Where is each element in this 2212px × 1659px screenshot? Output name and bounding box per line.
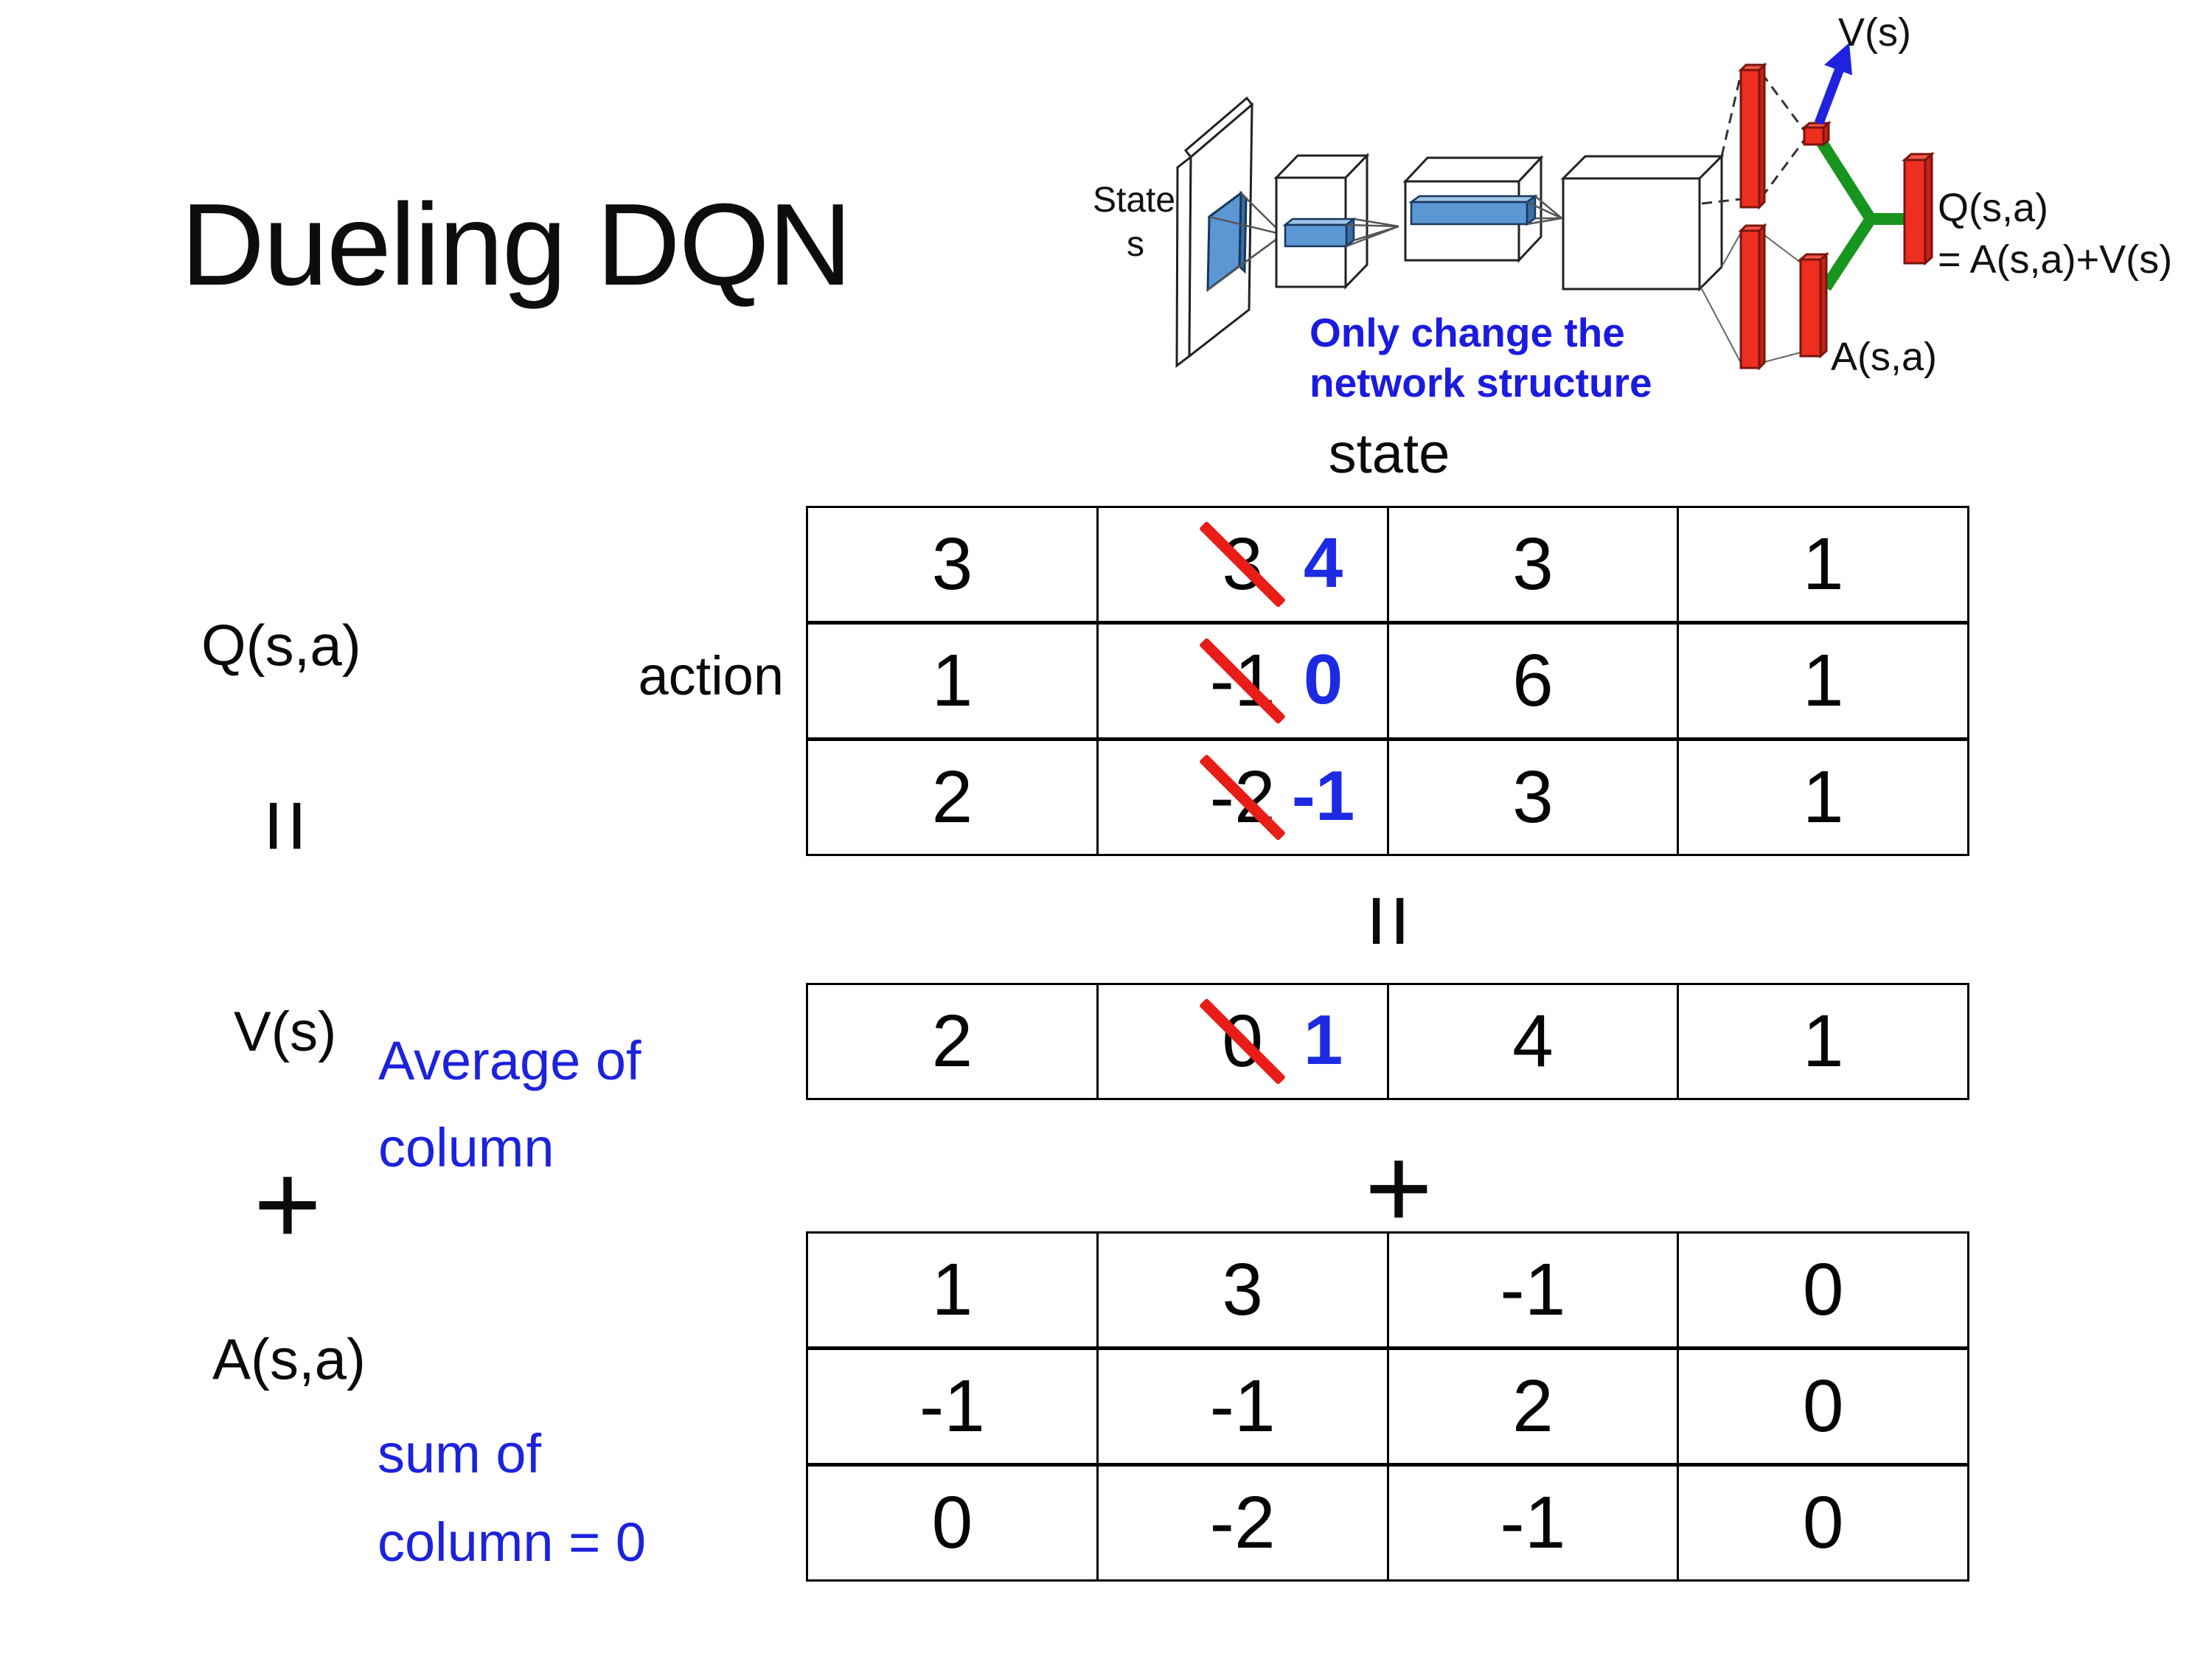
- q-cell-r1c4: 1: [1677, 508, 1967, 621]
- state-axis-label: state: [1328, 422, 1450, 485]
- replacement-value: 1: [1303, 1000, 1343, 1079]
- a-cell-r2c4: 0: [1677, 1350, 1967, 1463]
- table-row: 1 -1 0 6 1: [808, 621, 1967, 737]
- q-cell-r2c1: 1: [931, 639, 973, 722]
- replacement-value: 4: [1303, 523, 1343, 602]
- a-cell-r1c2: 3: [1096, 1234, 1387, 1346]
- a-term-label: A(s,a): [212, 1326, 366, 1391]
- network-structure-diagram: State s V(s) Q(s,a) = A(s,a)+V(s) A(s,a)…: [1093, 10, 2172, 406]
- equals-left: =: [233, 798, 339, 854]
- q-cell-r1c1: 3: [931, 523, 973, 605]
- table-row: -1 -1 2 0: [808, 1346, 1967, 1463]
- q-cell-r3c3: 3: [1386, 741, 1677, 854]
- q-output-label-line2: = A(s,a)+V(s): [1938, 237, 2172, 282]
- value-scalar-node: [1801, 120, 1832, 147]
- a-cell-r1c3: -1: [1386, 1234, 1677, 1346]
- action-axis-label: action: [638, 645, 784, 706]
- state-input-label-line1: State: [1093, 181, 1175, 220]
- q-cell-r1c3: 3: [1386, 508, 1677, 621]
- a-cell-r3c1: 0: [931, 1481, 973, 1564]
- q-cell-r3c4: 1: [1677, 741, 1967, 854]
- q-term-label: Q(s,a): [201, 613, 361, 678]
- conv-feature-chip-2: [1282, 217, 1357, 248]
- value-stream-dashed-lines: [1701, 70, 1806, 205]
- a-cell-r3c2: -2: [1096, 1467, 1387, 1579]
- fc-bar-advantage-stream: [1738, 223, 1767, 371]
- average-note-line2: column: [378, 1117, 554, 1178]
- advantage-output-label: A(s,a): [1831, 335, 1937, 379]
- q-cell-r2c2-edited: -1 0: [1096, 625, 1387, 737]
- q-output-bar: [1902, 151, 1935, 266]
- average-note: Average of column: [378, 1018, 641, 1192]
- a-cell-r1c1: 1: [931, 1248, 973, 1331]
- conv-cone-lines-2: [1346, 218, 1399, 248]
- a-cell-r3c4: 0: [1677, 1467, 1967, 1579]
- sum-note-line1: sum of: [378, 1423, 542, 1484]
- conv-feature-chip-3: [1408, 194, 1538, 226]
- q-output-label-line1: Q(s,a): [1938, 186, 2048, 230]
- v-table: 2 0 1 4 1: [806, 983, 1969, 1100]
- value-output-label: V(s): [1838, 10, 1911, 55]
- table-row: 2 -2 -1 3 1: [808, 737, 1967, 854]
- q-cell-r3c1: 2: [931, 756, 973, 838]
- v-cell-c1: 2: [931, 1000, 973, 1082]
- v-cell-c4: 1: [1677, 985, 1967, 1098]
- average-note-line1: Average of: [378, 1030, 641, 1091]
- conv-box-3: [1560, 153, 1725, 292]
- a-cell-r1c4: 0: [1677, 1234, 1967, 1346]
- table-row: 2 0 1 4 1: [808, 985, 1967, 1098]
- sum-note-line2: column = 0: [378, 1512, 647, 1573]
- diagram-caption-line1: Only change the: [1310, 310, 1625, 355]
- conv-cone-lines-3: [1526, 195, 1562, 226]
- table-row: 0 -2 -1 0: [808, 1463, 1967, 1579]
- q-table: 3 3 4 3 1 1 -1 0 6 1 2 -2 -1: [806, 506, 1969, 856]
- a-cell-r2c2: -1: [1096, 1350, 1387, 1463]
- state-input-label-line2: s: [1127, 225, 1144, 264]
- a-cell-r2c3: 2: [1386, 1350, 1677, 1463]
- q-cell-r2c3: 6: [1386, 625, 1677, 737]
- table-row: 3 3 4 3 1: [808, 508, 1967, 621]
- advantage-stream-lines: [1700, 231, 1801, 365]
- sum-note: sum of column = 0: [378, 1410, 646, 1587]
- a-cell-r3c3: -1: [1386, 1467, 1677, 1579]
- v-cell-c2-edited: 0 1: [1096, 985, 1387, 1098]
- plus-center: +: [1364, 1123, 1433, 1253]
- q-cell-r1c2-edited: 3 4: [1096, 508, 1387, 621]
- value-output-arrow: [1814, 43, 1852, 125]
- q-cell-r3c2-edited: -2 -1: [1096, 741, 1387, 854]
- replacement-value: -1: [1291, 756, 1355, 835]
- v-term-label: V(s): [234, 1001, 337, 1063]
- advantage-vector-bar: [1798, 251, 1829, 359]
- a-cell-r2c1: -1: [919, 1365, 985, 1447]
- v-cell-c3: 4: [1386, 985, 1677, 1098]
- table-row: 1 3 -1 0: [808, 1234, 1967, 1346]
- page-title: Dueling DQN: [181, 180, 852, 310]
- a-table: 1 3 -1 0 -1 -1 2 0 0 -2 -1 0: [806, 1231, 1969, 1582]
- merge-y-connector: [1816, 138, 1907, 291]
- diagram-caption-line2: network structure: [1310, 360, 1652, 406]
- plus-left: +: [253, 1139, 322, 1270]
- equals-center: =: [1336, 893, 1442, 949]
- fc-bar-value-stream: [1738, 62, 1767, 210]
- replacement-value: 0: [1303, 639, 1343, 719]
- q-cell-r2c4: 1: [1677, 625, 1967, 737]
